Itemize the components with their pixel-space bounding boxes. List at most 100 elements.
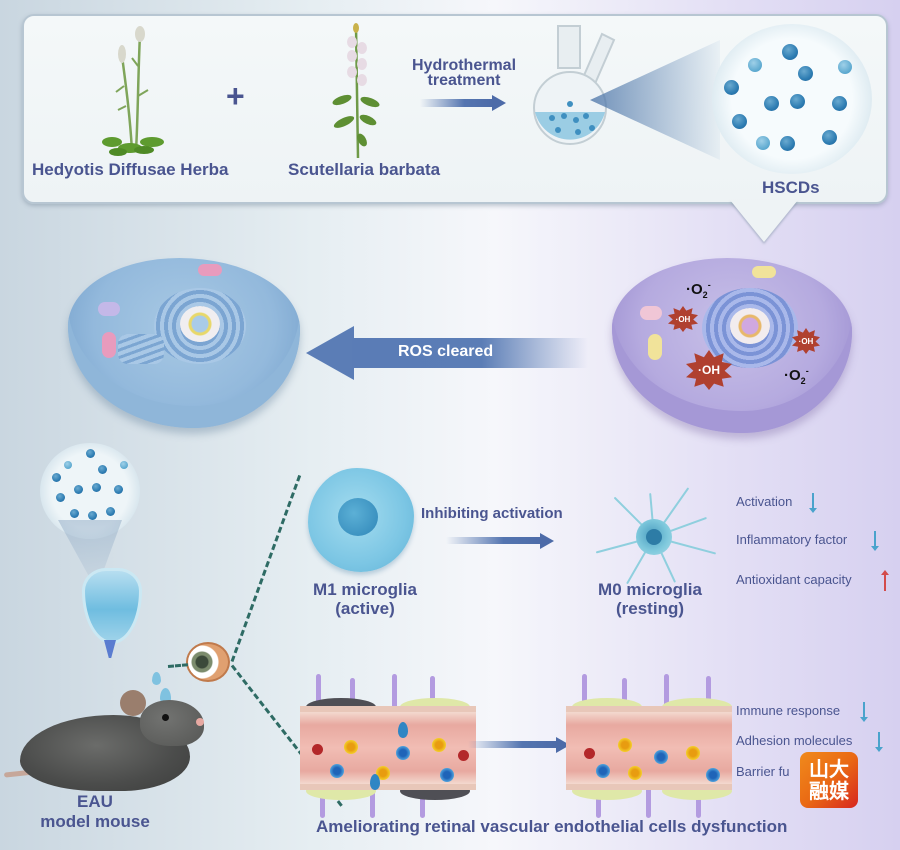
astrocyte-endfoot bbox=[392, 674, 397, 710]
nucleus bbox=[730, 308, 770, 344]
leukocyte-yellow bbox=[618, 738, 632, 752]
superoxide-label: ·O2- bbox=[784, 366, 809, 386]
m0-label-line1: M0 microglia bbox=[598, 580, 702, 599]
mouse-label-line1: EAU bbox=[77, 792, 113, 811]
carbon-dot bbox=[120, 461, 128, 469]
dysfunctional-vessel bbox=[300, 670, 476, 820]
mitochondrion bbox=[752, 266, 776, 278]
astrocyte-endfoot bbox=[596, 782, 601, 818]
vessel-lumen bbox=[566, 706, 732, 790]
ros-cleared-arrow-head bbox=[306, 326, 354, 380]
ros-cleared-arrow bbox=[352, 338, 588, 368]
golgi bbox=[118, 334, 164, 364]
eye-dropper-icon bbox=[82, 568, 142, 644]
vessel-repair-arrow-shaft bbox=[468, 741, 558, 748]
decrease-arrow-icon bbox=[860, 702, 868, 722]
watermark-logo: 山大 融媒 bbox=[800, 752, 858, 808]
carbon-dot bbox=[764, 96, 779, 111]
decrease-arrow-icon bbox=[871, 531, 879, 551]
leakage-drop-icon bbox=[370, 774, 380, 790]
mouse-label: EAU model mouse bbox=[20, 792, 170, 832]
m1-label-line1: M1 microglia bbox=[313, 580, 417, 599]
astrocyte-endfoot bbox=[320, 782, 325, 818]
healthy-cell bbox=[68, 258, 300, 428]
carbon-dot bbox=[724, 80, 739, 95]
mitochondrion bbox=[198, 264, 222, 276]
superoxide-charge: - bbox=[805, 366, 809, 376]
m0-cell-body bbox=[636, 519, 672, 555]
leukocyte-blue bbox=[330, 764, 344, 778]
carbon-dot bbox=[88, 511, 97, 520]
carbon-dot bbox=[832, 96, 847, 111]
leukocyte-blue bbox=[440, 768, 454, 782]
leukocyte-yellow bbox=[344, 740, 358, 754]
carbon-dot bbox=[748, 58, 762, 72]
leakage-drop-icon bbox=[398, 722, 408, 738]
carbon-dot bbox=[92, 483, 101, 492]
inhibiting-activation-label: Inhibiting activation bbox=[421, 505, 563, 522]
carbon-dot bbox=[114, 485, 123, 494]
mitochondrion bbox=[648, 334, 662, 360]
mouse-label-line2: model mouse bbox=[40, 812, 150, 831]
astrocyte-endfoot bbox=[622, 678, 627, 714]
process-label-line2: treatment bbox=[427, 72, 501, 89]
callout-pointer bbox=[730, 200, 798, 242]
astrocyte-endfoot bbox=[646, 782, 651, 818]
ros-stressed-cell: ·OH ·OH ·OH ·O2- ·O2- bbox=[612, 258, 852, 433]
leukocyte-yellow bbox=[432, 738, 446, 752]
inhibiting-arrow-shaft bbox=[446, 537, 542, 544]
mouse-eye bbox=[162, 714, 169, 721]
carbon-dot bbox=[70, 509, 79, 518]
m1-label-line2: (active) bbox=[335, 599, 395, 618]
scutellaria-plant-icon bbox=[330, 22, 380, 160]
effect-inflammatory-factor: Inflammatory factor bbox=[736, 532, 848, 547]
superoxide-charge: - bbox=[707, 280, 711, 290]
process-label-line1: Hydrothermal bbox=[411, 57, 517, 74]
hscd-dots-bubble bbox=[712, 24, 872, 174]
m0-label-line2: (resting) bbox=[616, 599, 684, 618]
effect-immune-response: Immune response bbox=[736, 703, 841, 718]
hscds-label: HSCDs bbox=[762, 178, 820, 197]
carbon-dot bbox=[732, 114, 747, 129]
carbon-dot bbox=[64, 461, 72, 469]
mitochondrion bbox=[102, 332, 116, 358]
astrocyte-endfoot bbox=[582, 674, 587, 710]
mouse-nose bbox=[196, 718, 204, 726]
carbon-dot bbox=[56, 493, 65, 502]
carbon-dot bbox=[838, 60, 852, 74]
effect-adhesion-molecules: Adhesion molecules bbox=[736, 733, 853, 748]
leukocyte-blue bbox=[706, 768, 720, 782]
red-blood-cell bbox=[458, 750, 469, 761]
carbon-dot bbox=[782, 44, 798, 60]
hydroxyl-radical: ·OH bbox=[668, 306, 698, 332]
ros-cleared-label: ROS cleared bbox=[398, 343, 494, 360]
leukocyte-blue bbox=[654, 750, 668, 764]
carbon-dot bbox=[780, 136, 795, 151]
flask-icon bbox=[530, 20, 620, 150]
astrocyte-endfoot bbox=[664, 674, 669, 710]
inhibiting-arrow-head bbox=[540, 533, 554, 549]
increase-arrow-icon bbox=[881, 570, 889, 591]
effect-barrier-function: Barrier fu bbox=[736, 764, 790, 779]
carbon-dot bbox=[74, 485, 83, 494]
connector-dashed-line bbox=[167, 663, 189, 668]
watermark-line1: 山大 bbox=[809, 757, 849, 781]
leukocyte-yellow bbox=[686, 746, 700, 760]
astrocyte-endfoot bbox=[696, 782, 701, 818]
water-drop-icon bbox=[160, 688, 171, 704]
astrocyte-endfoot bbox=[350, 678, 355, 714]
leukocyte-blue bbox=[396, 746, 410, 760]
superoxide-label: ·O2- bbox=[686, 280, 711, 300]
astrocyte-endfoot bbox=[316, 674, 321, 710]
superoxide-symbol: ·O bbox=[784, 367, 801, 384]
carbon-dot bbox=[756, 136, 770, 150]
m0-label: M0 microglia (resting) bbox=[580, 580, 720, 618]
hedyotis-label: Hedyotis Diffusae Herba bbox=[32, 160, 229, 179]
repaired-vessel bbox=[566, 670, 732, 820]
carbon-dot bbox=[798, 66, 813, 81]
leukocyte-blue bbox=[596, 764, 610, 778]
leukocyte-yellow bbox=[628, 766, 642, 780]
process-arrow-head bbox=[492, 95, 506, 111]
scutellaria-label: Scutellaria barbata bbox=[288, 160, 441, 179]
red-blood-cell bbox=[312, 744, 323, 755]
